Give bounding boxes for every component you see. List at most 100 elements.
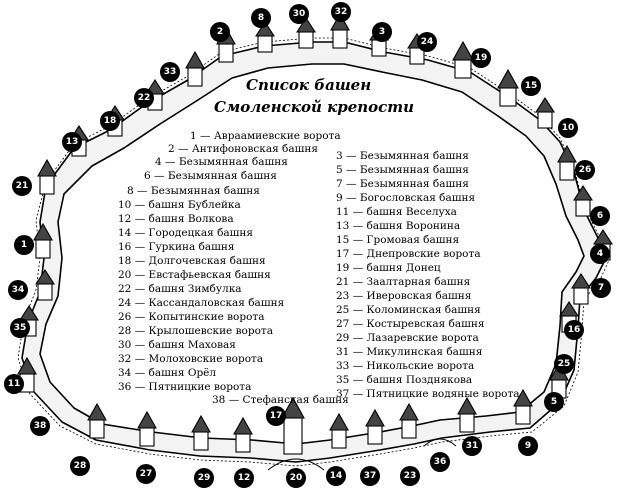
tower-badge-8[interactable]: 8 xyxy=(251,8,271,28)
legend-entry-15: 15 — Громовая башня xyxy=(336,234,460,246)
tower xyxy=(87,402,107,439)
tower-badge-2[interactable]: 2 xyxy=(210,22,230,42)
legend-entry-3: 3 — Безымянная башня xyxy=(336,150,469,162)
tower xyxy=(33,222,53,259)
tower xyxy=(513,388,533,425)
tower-badge-13[interactable]: 13 xyxy=(62,132,82,152)
tower-badge-35[interactable]: 35 xyxy=(10,318,30,338)
tower-badge-30[interactable]: 30 xyxy=(289,4,309,24)
tower-badge-7[interactable]: 7 xyxy=(591,278,611,298)
legend-entry-7: 7 — Безымянная башня xyxy=(336,178,469,190)
legend-entry-33: 33 — Никольские ворота xyxy=(336,360,475,372)
tower xyxy=(570,272,592,305)
legend-entry-17: 17 — Днепровские ворота xyxy=(336,248,481,260)
legend-entry-9: 9 — Богословская башня xyxy=(336,192,476,204)
tower-badge-1[interactable]: 1 xyxy=(14,235,34,255)
tower xyxy=(281,396,305,455)
legend-entry-22: 22 — башня Зимбулка xyxy=(118,283,242,295)
tower-badge-23[interactable]: 23 xyxy=(400,466,420,486)
legend-entry-2: 2 — Антифоновская башня xyxy=(168,143,319,155)
tower-badge-26[interactable]: 26 xyxy=(575,160,595,180)
tower-badge-28[interactable]: 28 xyxy=(70,456,90,476)
legend-entry-35: 35 — башня Позднякова xyxy=(336,374,473,386)
moat-arc-right xyxy=(423,438,457,447)
tower-badge-19[interactable]: 19 xyxy=(471,48,491,68)
tower-badge-16[interactable]: 16 xyxy=(564,320,584,340)
legend-entry-13: 13 — башня Воронина xyxy=(336,220,461,232)
tower xyxy=(34,268,56,301)
tower-badge-4[interactable]: 4 xyxy=(590,244,610,264)
tower-badge-10[interactable]: 10 xyxy=(558,118,578,138)
diagram-title-line-1: Список башен xyxy=(246,76,372,94)
tower xyxy=(457,396,477,433)
tower xyxy=(37,158,57,195)
tower-badge-18[interactable]: 18 xyxy=(100,111,120,131)
legend-entry-1: 1 — Авраамиевские ворота xyxy=(190,130,341,142)
tower xyxy=(572,184,594,217)
tower xyxy=(17,356,37,393)
tower-badge-25[interactable]: 25 xyxy=(554,354,574,374)
tower-badge-9[interactable]: 9 xyxy=(518,436,538,456)
tower xyxy=(295,16,317,49)
legend-entry-20: 20 — Евстафьевская башня xyxy=(118,269,271,281)
tower xyxy=(399,402,419,439)
legend-entry-36: 36 — Пятницкие ворота xyxy=(118,381,252,393)
legend-entry-31: 31 — Микулинская башня xyxy=(336,346,483,358)
tower xyxy=(329,412,349,449)
moat-arc-left xyxy=(267,458,325,471)
legend-entry-23: 23 — Иверовская башня xyxy=(336,290,472,302)
tower-badge-15[interactable]: 15 xyxy=(521,76,541,96)
tower-badge-12[interactable]: 12 xyxy=(234,468,254,488)
legend-entry-18: 18 — Долгочевская башня xyxy=(118,255,266,267)
tower xyxy=(330,12,350,49)
legend-entry-6: 6 — Безымянная башня xyxy=(144,170,277,182)
tower-badge-27[interactable]: 27 xyxy=(136,464,156,484)
tower-badge-22[interactable]: 22 xyxy=(134,88,154,108)
tower xyxy=(452,40,474,79)
tower xyxy=(557,144,577,181)
legend-entry-34: 34 — башня Орёл xyxy=(118,367,217,379)
legend-entry-16: 16 — Гуркина башня xyxy=(118,241,235,253)
tower-badge-33[interactable]: 33 xyxy=(160,62,180,82)
legend-entry-5: 5 — Безымянная башня xyxy=(336,164,469,176)
legend-entry-10: 10 — башня Бублейка xyxy=(118,199,241,211)
tower-badge-20[interactable]: 20 xyxy=(286,468,306,488)
tower-badge-37[interactable]: 37 xyxy=(360,466,380,486)
tower-badge-32[interactable]: 32 xyxy=(331,2,351,22)
tower xyxy=(185,50,205,87)
tower xyxy=(497,68,519,107)
tower-badge-17[interactable]: 17 xyxy=(266,406,286,426)
legend-entry-29: 29 — Лазаревские ворота xyxy=(336,332,479,344)
legend-entry-28: 28 — Крылошевские ворота xyxy=(118,325,273,337)
tower-badge-36[interactable]: 36 xyxy=(430,452,450,472)
legend-entry-32: 32 — Молоховские ворота xyxy=(118,353,264,365)
tower xyxy=(191,414,211,451)
tower xyxy=(534,96,556,129)
legend-entry-37: 37 — Пятницкие водяные ворота xyxy=(336,388,520,400)
tower-badge-24[interactable]: 24 xyxy=(417,32,437,52)
legend-entry-27: 27 — Костыревская башня xyxy=(336,318,485,330)
tower xyxy=(233,416,253,453)
legend-entry-14: 14 — Городецкая башня xyxy=(118,227,254,239)
tower-badge-38[interactable]: 38 xyxy=(30,416,50,436)
legend-entry-12: 12 — башня Волкова xyxy=(118,213,234,225)
tower-badge-5[interactable]: 5 xyxy=(544,392,564,412)
tower-badge-21[interactable]: 21 xyxy=(12,176,32,196)
legend-entry-11: 11 — башня Веселуха xyxy=(336,206,457,218)
tower-badge-14[interactable]: 14 xyxy=(326,466,346,486)
legend-entry-26: 26 — Копытинские ворота xyxy=(118,311,265,323)
diagram-title-line-2: Смоленской крепости xyxy=(214,98,415,116)
tower xyxy=(254,20,276,53)
legend-entry-30: 30 — башня Маховая xyxy=(118,339,236,351)
tower-badge-3[interactable]: 3 xyxy=(372,22,392,42)
tower-badge-11[interactable]: 11 xyxy=(4,374,24,394)
tower-badge-34[interactable]: 34 xyxy=(8,280,28,300)
tower-badge-29[interactable]: 29 xyxy=(194,468,214,488)
tower xyxy=(137,410,157,447)
tower-badge-6[interactable]: 6 xyxy=(590,206,610,226)
legend-entry-24: 24 — Кассандаловская башня xyxy=(118,297,285,309)
legend-entry-19: 19 — башня Донец xyxy=(336,262,441,274)
tower-badge-31[interactable]: 31 xyxy=(462,436,482,456)
